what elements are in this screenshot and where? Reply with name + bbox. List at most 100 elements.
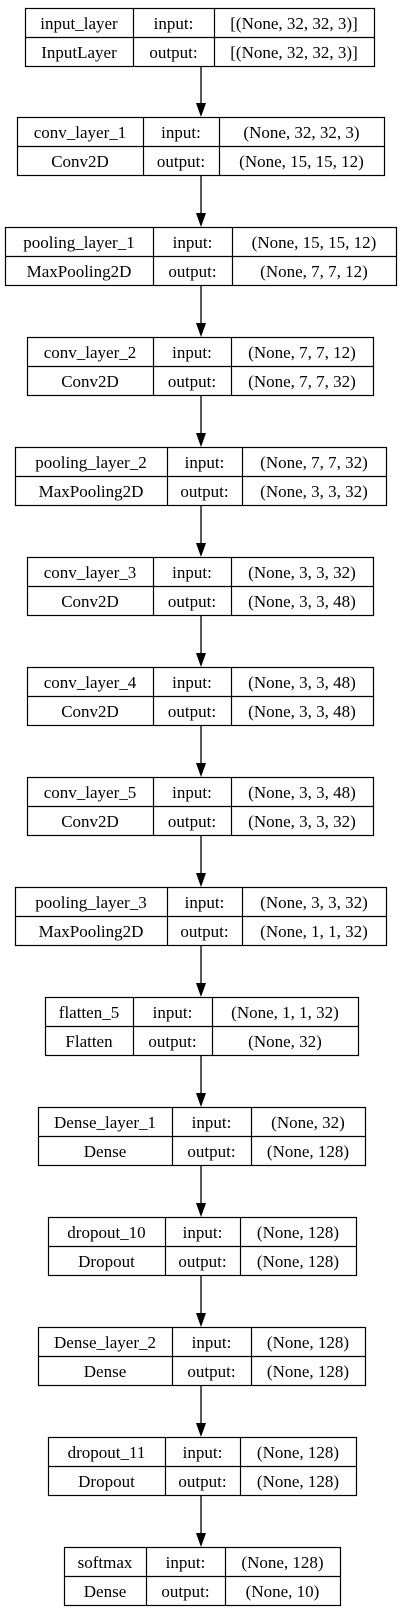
layer-name: dropout_11 xyxy=(68,1443,146,1462)
output-shape: (None, 7, 7, 12) xyxy=(260,262,368,281)
layer-name: conv_layer_4 xyxy=(44,673,137,692)
layer-type: Conv2D xyxy=(61,592,119,611)
input-label: input: xyxy=(154,14,194,33)
input-shape: (None, 128) xyxy=(241,1553,323,1572)
connection-arrow xyxy=(196,1166,206,1217)
output-label: output: xyxy=(180,922,228,941)
layer-name: conv_layer_5 xyxy=(44,783,137,802)
input-label: input: xyxy=(172,783,212,802)
connection-arrow xyxy=(196,67,206,117)
input-label: input: xyxy=(161,123,201,142)
layer-name: flatten_5 xyxy=(59,1003,119,1022)
output-label: output: xyxy=(149,43,197,62)
output-label: output: xyxy=(168,702,216,721)
layer-name: pooling_layer_2 xyxy=(35,453,146,472)
input-label: input: xyxy=(166,1553,206,1572)
connection-arrow xyxy=(196,616,206,667)
layer-type: Dense xyxy=(84,1582,126,1601)
input-shape: (None, 32, 32, 3) xyxy=(243,123,359,142)
layer-node-pooling-layer-1: pooling_layer_1MaxPooling2Dinput:output:… xyxy=(4,226,398,287)
output-label: output: xyxy=(168,262,216,281)
layer-type: Conv2D xyxy=(61,372,119,391)
output-label: output: xyxy=(178,1252,226,1271)
layer-name: conv_layer_3 xyxy=(44,563,137,582)
input-shape: (None, 128) xyxy=(267,1333,349,1352)
connection-arrow xyxy=(196,396,206,447)
input-shape: (None, 128) xyxy=(257,1443,339,1462)
layer-type: Conv2D xyxy=(61,812,119,831)
layer-name: pooling_layer_3 xyxy=(35,893,146,912)
connection-arrow xyxy=(196,836,206,887)
output-label: output: xyxy=(178,1472,226,1491)
input-label: input: xyxy=(173,233,213,252)
connection-arrow xyxy=(196,1386,206,1437)
output-shape: (None, 128) xyxy=(267,1142,349,1161)
input-shape: (None, 3, 3, 48) xyxy=(248,783,356,802)
layer-type: Dense xyxy=(84,1362,126,1381)
layer-name: Dense_layer_2 xyxy=(54,1333,156,1352)
output-shape: (None, 15, 15, 12) xyxy=(239,152,364,171)
output-label: output: xyxy=(161,1582,209,1601)
layer-type: MaxPooling2D xyxy=(27,262,132,281)
output-label: output: xyxy=(168,372,216,391)
layer-type: MaxPooling2D xyxy=(39,482,144,501)
output-label: output: xyxy=(187,1362,235,1381)
output-label: output: xyxy=(168,812,216,831)
output-shape: (None, 3, 3, 48) xyxy=(248,702,356,721)
connection-arrow xyxy=(196,946,206,997)
input-shape: (None, 3, 3, 32) xyxy=(260,893,368,912)
layer-type: Dropout xyxy=(78,1472,135,1491)
layer-type: MaxPooling2D xyxy=(39,922,144,941)
layer-type: Conv2D xyxy=(51,152,109,171)
input-shape: (None, 1, 1, 32) xyxy=(231,1003,339,1022)
layer-name: input_layer xyxy=(40,14,118,33)
connection-arrow xyxy=(196,1496,206,1547)
input-shape: (None, 32) xyxy=(271,1113,345,1132)
input-label: input: xyxy=(153,1003,193,1022)
output-shape: (None, 10) xyxy=(246,1582,320,1601)
output-shape: (None, 32) xyxy=(248,1032,322,1051)
connection-arrow xyxy=(196,1276,206,1327)
layer-type: Flatten xyxy=(65,1032,113,1051)
input-shape: (None, 7, 7, 12) xyxy=(248,343,356,362)
output-shape: (None, 128) xyxy=(267,1362,349,1381)
input-label: input: xyxy=(172,343,212,362)
connection-arrow xyxy=(196,1056,206,1107)
connection-arrow xyxy=(196,726,206,777)
output-shape: (None, 7, 7, 32) xyxy=(248,372,356,391)
input-shape: (None, 3, 3, 48) xyxy=(248,673,356,692)
input-label: input: xyxy=(185,453,225,472)
input-shape: [(None, 32, 32, 3)] xyxy=(230,14,357,33)
input-shape: (None, 128) xyxy=(257,1223,339,1242)
input-shape: (None, 3, 3, 32) xyxy=(248,563,356,582)
input-shape: (None, 15, 15, 12) xyxy=(252,233,377,252)
input-label: input: xyxy=(185,893,225,912)
input-label: input: xyxy=(192,1113,232,1132)
output-label: output: xyxy=(148,1032,196,1051)
output-shape: (None, 128) xyxy=(257,1252,339,1271)
output-shape: (None, 1, 1, 32) xyxy=(260,922,368,941)
output-shape: (None, 128) xyxy=(257,1472,339,1491)
input-label: input: xyxy=(183,1443,223,1462)
layer-type: InputLayer xyxy=(41,43,117,62)
input-shape: (None, 7, 7, 32) xyxy=(260,453,368,472)
output-shape: (None, 3, 3, 32) xyxy=(260,482,368,501)
connection-arrow xyxy=(196,176,206,227)
output-shape: [(None, 32, 32, 3)] xyxy=(230,43,357,62)
input-label: input: xyxy=(172,563,212,582)
layer-name: softmax xyxy=(78,1553,133,1572)
layer-type: Conv2D xyxy=(61,702,119,721)
output-shape: (None, 3, 3, 48) xyxy=(248,592,356,611)
layer-name: dropout_10 xyxy=(67,1223,145,1242)
